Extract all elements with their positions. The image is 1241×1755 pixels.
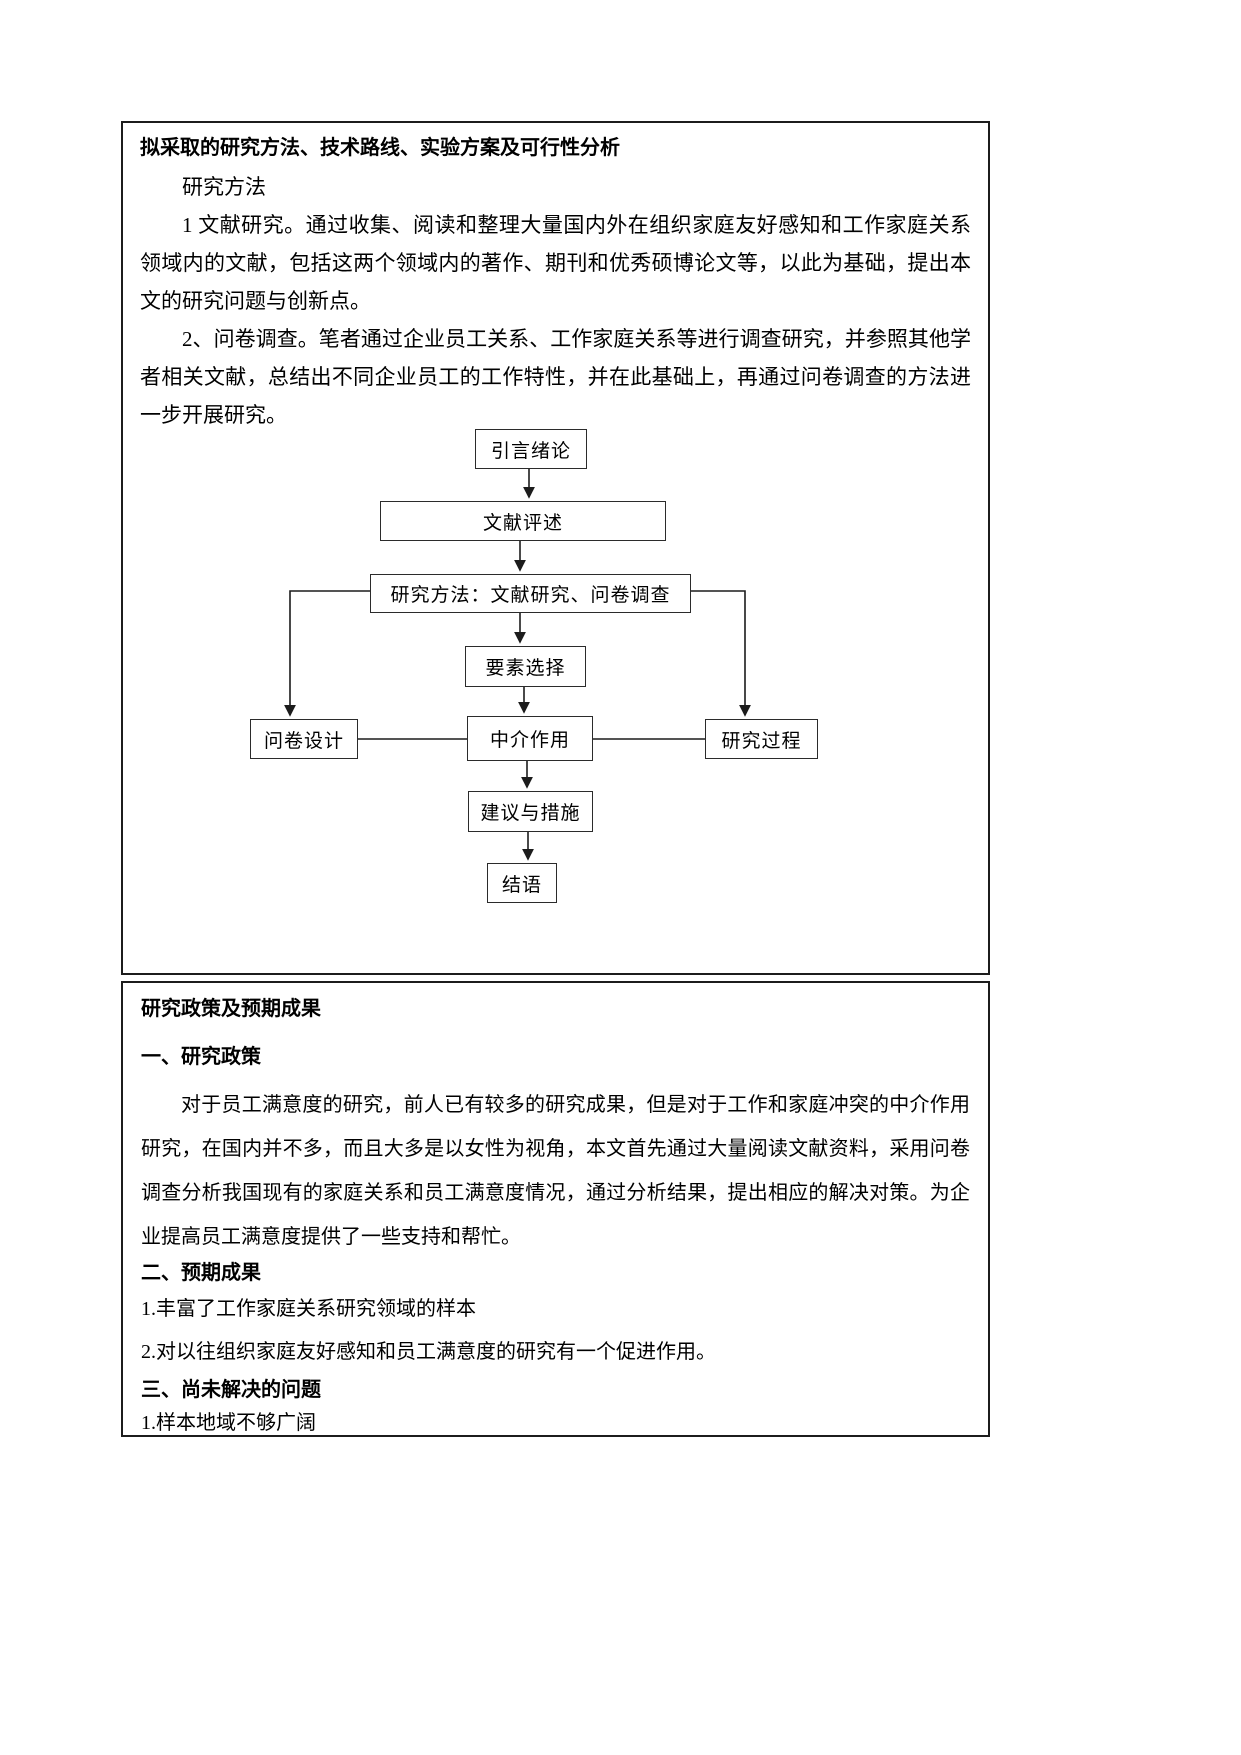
flow-node-research-process: 研究过程 — [705, 719, 818, 759]
heading-unsolved-problems: 三、尚未解决的问题 — [141, 1379, 321, 1401]
flow-node-introduction: 引言绪论 — [475, 429, 587, 469]
technical-route-flowchart: 引言绪论 文献评述 研究方法：文献研究、问卷调查 要素选择 问卷设计 中介作用 … — [123, 123, 988, 973]
expected-result-item-2: 2.对以往组织家庭友好感知和员工满意度的研究有一个促进作用。 — [141, 1341, 716, 1363]
flow-node-element-selection: 要素选择 — [465, 646, 586, 687]
methods-text-block: 拟采取的研究方法、技术路线、实验方案及可行性分析 研究方法 1 文献研究。通过收… — [123, 123, 988, 434]
results-section-title: 研究政策及预期成果 — [141, 998, 321, 1020]
unsolved-problem-item-1: 1.样本地域不够广阔 — [141, 1412, 316, 1434]
methods-paragraph-literature: 1 文献研究。通过收集、阅读和整理大量国内外在组织家庭友好感知和工作家庭关系领域… — [140, 213, 971, 313]
results-text-block: 研究政策及预期成果 一、研究政策 对于员工满意度的研究，前人已有较多的研究成果，… — [123, 983, 988, 1437]
flow-node-suggestions: 建议与措施 — [468, 791, 593, 832]
methods-section-title: 拟采取的研究方法、技术路线、实验方案及可行性分析 — [140, 137, 620, 159]
flow-node-questionnaire-design: 问卷设计 — [250, 719, 358, 759]
section-research-methods: 拟采取的研究方法、技术路线、实验方案及可行性分析 研究方法 1 文献研究。通过收… — [121, 121, 990, 975]
flow-node-research-method: 研究方法：文献研究、问卷调查 — [370, 574, 691, 613]
research-policy-paragraph: 对于员工满意度的研究，前人已有较多的研究成果，但是对于工作和家庭冲突的中介作用研… — [141, 1094, 970, 1248]
flow-node-mediation: 中介作用 — [467, 716, 593, 761]
flowchart-connector-lines — [284, 469, 751, 861]
heading-expected-results: 二、预期成果 — [141, 1262, 261, 1284]
methods-subtitle: 研究方法 — [182, 175, 266, 199]
expected-result-item-1: 1.丰富了工作家庭关系研究领域的样本 — [141, 1298, 476, 1320]
heading-research-policy: 一、研究政策 — [141, 1046, 261, 1068]
flow-node-conclusion: 结语 — [487, 863, 557, 903]
flow-node-literature-review: 文献评述 — [380, 501, 666, 541]
methods-paragraph-questionnaire: 2、问卷调查。笔者通过企业员工关系、工作家庭关系等进行调查研究，并参照其他学者相… — [140, 327, 971, 427]
section-expected-results: 研究政策及预期成果 一、研究政策 对于员工满意度的研究，前人已有较多的研究成果，… — [121, 981, 990, 1437]
